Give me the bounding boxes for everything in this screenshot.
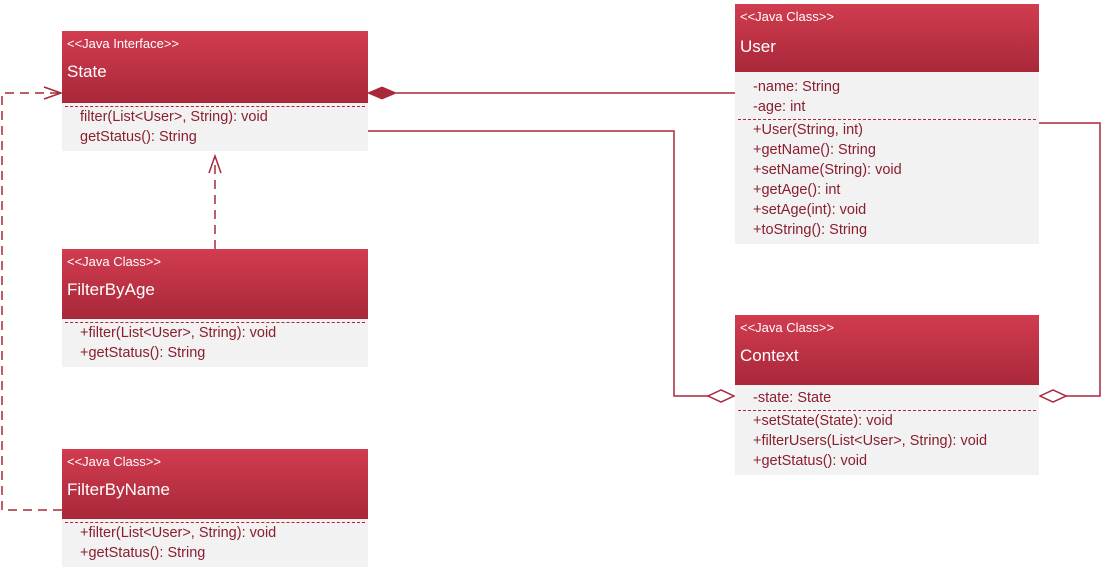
operations-section: +filter(List<User>, String): void +getSt… [62,323,368,363]
operation: filter(List<User>, String): void [80,109,268,125]
realization-arrowhead-filterbyname [43,86,64,100]
operations-section: filter(List<User>, String): void getStat… [62,107,368,147]
attribute: -name: String [753,79,841,95]
class-header: <<Java Class>> User [735,4,1039,72]
class-body: +filter(List<User>, String): void +getSt… [62,519,368,567]
operations-section: +User(String, int) +getName(): String +s… [735,120,1039,240]
class-header: <<Java Class>> FilterByName [62,449,368,519]
operations-section: +setState(State): void +filterUsers(List… [735,411,1039,471]
separator [65,106,365,107]
class-name: FilterByAge [67,280,155,299]
aggregation-line-state-context [368,130,708,397]
class-body: filter(List<User>, String): void getStat… [62,103,368,151]
context-class-box[interactable]: <<Java Class>> Context -state: State +se… [735,315,1039,475]
operation: +getAge(): int [753,182,841,198]
class-name: FilterByName [67,480,170,499]
separator [65,522,365,523]
class-name: State [67,62,107,81]
attributes-section: -state: State [735,388,1039,408]
operation: +setAge(int): void [753,202,867,218]
state-interface-box[interactable]: <<Java Interface>> State filter(List<Use… [62,31,368,151]
attribute: -age: int [753,99,806,115]
filterbyage-class-box[interactable]: <<Java Class>> FilterByAge +filter(List<… [62,249,368,367]
class-name: User [740,37,776,56]
stereotype-label: <<Java Class>> [67,454,161,469]
operation: +filterUsers(List<User>, String): void [753,433,988,449]
separator [65,322,365,323]
class-body: -state: State +setState(State): void +fi… [735,385,1039,475]
realization-arrowhead-filterbyage [208,153,222,174]
stereotype-label: <<Java Class>> [740,9,834,24]
attributes-section: -name: String -age: int [735,77,1039,117]
aggregation-diamond-context-right [1038,389,1068,403]
aggregation-line-user-context [1039,122,1101,397]
class-header: <<Java Interface>> State [62,31,368,103]
operation: +getStatus(): String [80,345,206,361]
separator [738,119,1036,120]
filterbyname-class-box[interactable]: <<Java Class>> FilterByName +filter(List… [62,449,368,567]
stereotype-label: <<Java Class>> [67,254,161,269]
operation: +getStatus(): void [753,453,868,469]
class-body: +filter(List<User>, String): void +getSt… [62,319,368,367]
operation: +toString(): String [753,222,868,238]
composition-diamond [366,86,398,100]
operation: +setState(State): void [753,413,893,429]
operation: +setName(String): void [753,162,902,178]
stereotype-label: <<Java Class>> [740,320,834,335]
aggregation-diamond-context-left [706,389,736,403]
operation: +User(String, int) [753,122,863,138]
operation: +getName(): String [753,142,876,158]
stereotype-label: <<Java Interface>> [67,36,180,51]
separator [738,410,1036,411]
realization-line-filterbyname [1,92,62,511]
class-body: -name: String -age: int +User(String, in… [735,72,1039,244]
operation: +filter(List<User>, String): void [80,525,277,541]
operation: +getStatus(): String [80,545,206,561]
class-header: <<Java Class>> FilterByAge [62,249,368,319]
attribute: -state: State [753,390,832,406]
operation: getStatus(): String [80,129,197,145]
operations-section: +filter(List<User>, String): void +getSt… [62,523,368,563]
user-class-box[interactable]: <<Java Class>> User -name: String -age: … [735,4,1039,244]
class-header: <<Java Class>> Context [735,315,1039,385]
class-name: Context [740,346,799,365]
operation: +filter(List<User>, String): void [80,325,277,341]
